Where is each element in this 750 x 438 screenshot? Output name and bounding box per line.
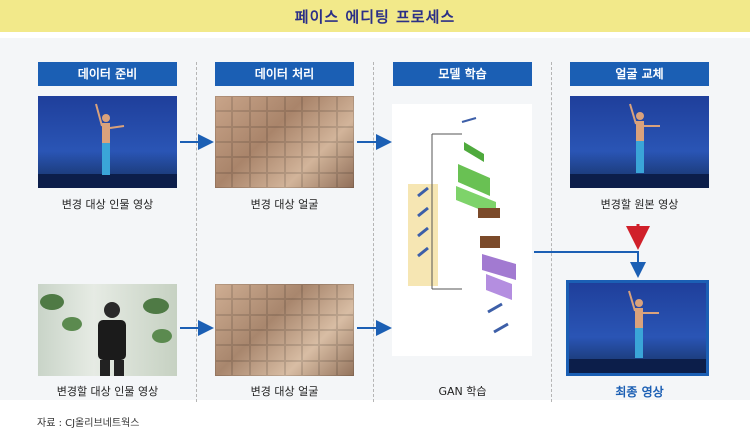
caption-original-video: 변경할 원본 영상 (600, 198, 679, 211)
dancer-figure (95, 103, 125, 175)
source-note: 자료 : CJ올리브네트웍스 (37, 418, 140, 429)
step-header-data-prep: 데이터 준비 (38, 62, 177, 86)
step-header-data-processing: 데이터 처리 (215, 62, 354, 86)
column-divider (551, 62, 552, 402)
gan-network-diagram (392, 104, 532, 356)
person-figure (40, 294, 172, 376)
stage-floor (38, 174, 177, 188)
caption-gan-training: GAN 학습 (438, 385, 487, 398)
person-image-bottom (38, 284, 177, 376)
step-header-model-training: 모델 학습 (393, 62, 532, 86)
page-title: 페이스 에디팅 프로세스 (294, 8, 456, 26)
step-header-face-swap: 얼굴 교체 (570, 62, 709, 86)
dancer-figure (629, 103, 660, 173)
column-divider (196, 62, 197, 402)
stage-floor (569, 359, 706, 373)
column-divider (373, 62, 374, 402)
title-banner (0, 0, 750, 32)
face-grid-top (215, 96, 354, 188)
caption-target-person-video: 변경 대상 인물 영상 (61, 198, 154, 211)
stage-floor (570, 174, 709, 188)
caption-target-face-bottom: 변경 대상 얼굴 (250, 385, 319, 398)
caption-target-face-top: 변경 대상 얼굴 (250, 198, 319, 211)
gan-network-graphic (408, 117, 516, 334)
face-grid-bottom (215, 284, 354, 376)
dancer-image-top (38, 96, 177, 188)
final-video-image (566, 280, 709, 376)
original-video-image (570, 96, 709, 188)
dancer-figure (628, 290, 659, 358)
caption-final-video: 최종 영상 (615, 385, 664, 399)
caption-person-video-bottom: 변경할 대상 인물 영상 (56, 385, 159, 398)
